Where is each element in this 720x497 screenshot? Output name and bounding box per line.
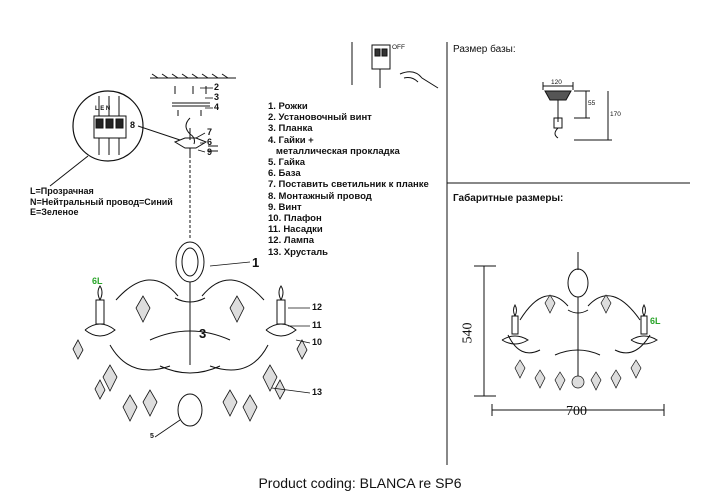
parts-item: 4. Гайки +	[268, 134, 314, 146]
base-dim-width: 120	[551, 79, 562, 86]
base-dim-height-1: 55	[588, 100, 596, 107]
chandelier-main	[84, 155, 297, 427]
parts-list: 1. Рожки 2. Установочный винт 3. Планка …	[268, 101, 429, 258]
base-dim-height-2: 170	[610, 111, 621, 118]
parts-item: 12. Лампа	[268, 235, 315, 247]
parts-item: 11. Насадки	[268, 224, 323, 236]
overall-dimension-lines	[474, 265, 665, 416]
wiring-line: L=Прозрачная	[30, 186, 94, 196]
chandelier-overall	[501, 252, 658, 378]
base-size-title: Размер базы:	[453, 44, 516, 55]
callout-3-bar: 3	[199, 326, 207, 341]
overall-width-value: 700	[566, 404, 587, 419]
product-coding: Product coding: BLANCA re SP6	[258, 475, 462, 491]
overall-dimensions-title: Габаритные размеры:	[453, 193, 564, 204]
wall-switch-sketch	[351, 42, 439, 89]
ceiling-hatch	[150, 73, 236, 79]
parts-item: 2. Установочный винт	[268, 112, 372, 124]
overall-height-value: 540	[460, 322, 476, 344]
callout-4: 4	[214, 102, 220, 112]
detail-leader-2	[137, 125, 181, 141]
parts-item: 7. Поставить светильник к планке	[268, 179, 429, 191]
callout-8: 8	[130, 120, 136, 130]
terminal-detail-circle	[72, 90, 144, 162]
callout-10: 10	[312, 337, 323, 347]
fixing-hardware	[172, 86, 218, 155]
callout-11: 11	[312, 320, 322, 330]
parts-item: 6. База	[268, 168, 301, 180]
parts-item: 10. Плафон	[268, 213, 322, 225]
terminal-labels: L E N	[95, 106, 111, 112]
detail-leader	[49, 155, 89, 187]
callout-6: 6	[207, 137, 213, 147]
wiring-line: N=Нейтральный провод=Синий	[30, 196, 173, 207]
crystal-drops	[72, 295, 308, 422]
switch-off-label: OFF	[392, 44, 405, 51]
callout-9: 9	[207, 147, 213, 157]
callout-leaders	[154, 87, 311, 438]
callout-12: 12	[312, 302, 323, 312]
callout-7: 7	[207, 127, 213, 137]
callout-5-bottom: 5	[150, 433, 154, 440]
parts-item: 5. Гайка	[268, 157, 305, 169]
parts-item: 3. Планка	[268, 123, 313, 135]
lamp-mark-left: 6L	[92, 276, 103, 286]
parts-item: металлическая прокладка	[268, 145, 400, 157]
callout-2: 2	[214, 82, 220, 92]
parts-item: 9. Винт	[268, 201, 302, 213]
parts-item: 13. Хрусталь	[268, 246, 329, 258]
callout-1: 1	[252, 255, 260, 270]
wiring-line: E=Зеленое	[30, 207, 79, 217]
crystal-drops-overall	[514, 294, 642, 391]
callout-3: 3	[214, 92, 220, 102]
wiring-legend: L=Прозрачная N=Нейтральный провод=Синий …	[30, 186, 173, 218]
terminal-block	[93, 96, 127, 155]
parts-item: 1. Рожки	[268, 101, 308, 112]
overall-lamp-mark: 6L	[650, 316, 661, 326]
parts-item: 8. Монтажный провод	[268, 190, 372, 202]
base-sketch	[542, 82, 612, 141]
callout-13: 13	[312, 387, 323, 397]
